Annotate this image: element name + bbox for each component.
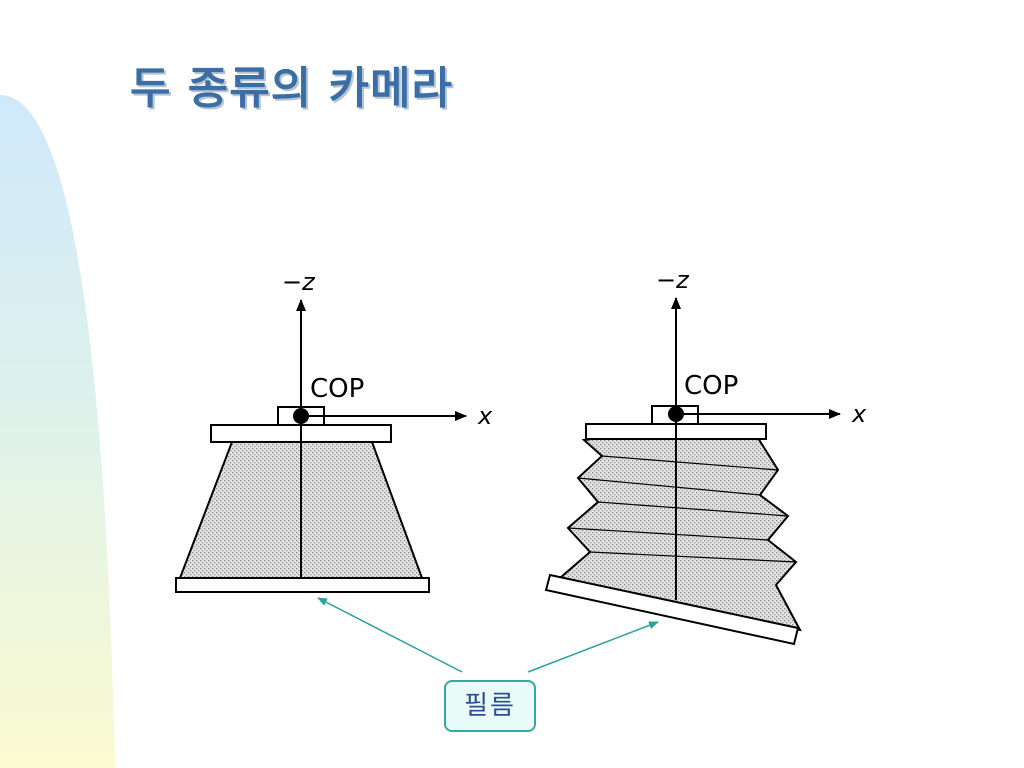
- x-axis-label: x: [851, 400, 867, 428]
- bellows-folds: [567, 455, 797, 563]
- film-callout-arrow-right: [527, 621, 659, 673]
- film-callout-arrow-left: [317, 597, 463, 673]
- slide-title: 두 종류의 카메라: [130, 63, 453, 114]
- film-plane-tilted: [544, 573, 800, 646]
- x-axis-label: x: [477, 402, 493, 430]
- bellows-body: [557, 437, 802, 632]
- film-callout-label: 필름: [444, 680, 536, 732]
- z-axis-label: −z: [282, 268, 316, 296]
- cop-point: [668, 406, 684, 422]
- standard-camera: −z x COP: [175, 268, 493, 593]
- decorative-side-band: [0, 95, 115, 768]
- film-plane: [175, 577, 430, 593]
- cop-label: COP: [310, 374, 364, 404]
- z-axis-label: −z: [656, 266, 690, 294]
- bellows-camera: −z x COP: [544, 266, 867, 646]
- cop-point: [293, 408, 309, 424]
- cop-label: COP: [684, 371, 738, 401]
